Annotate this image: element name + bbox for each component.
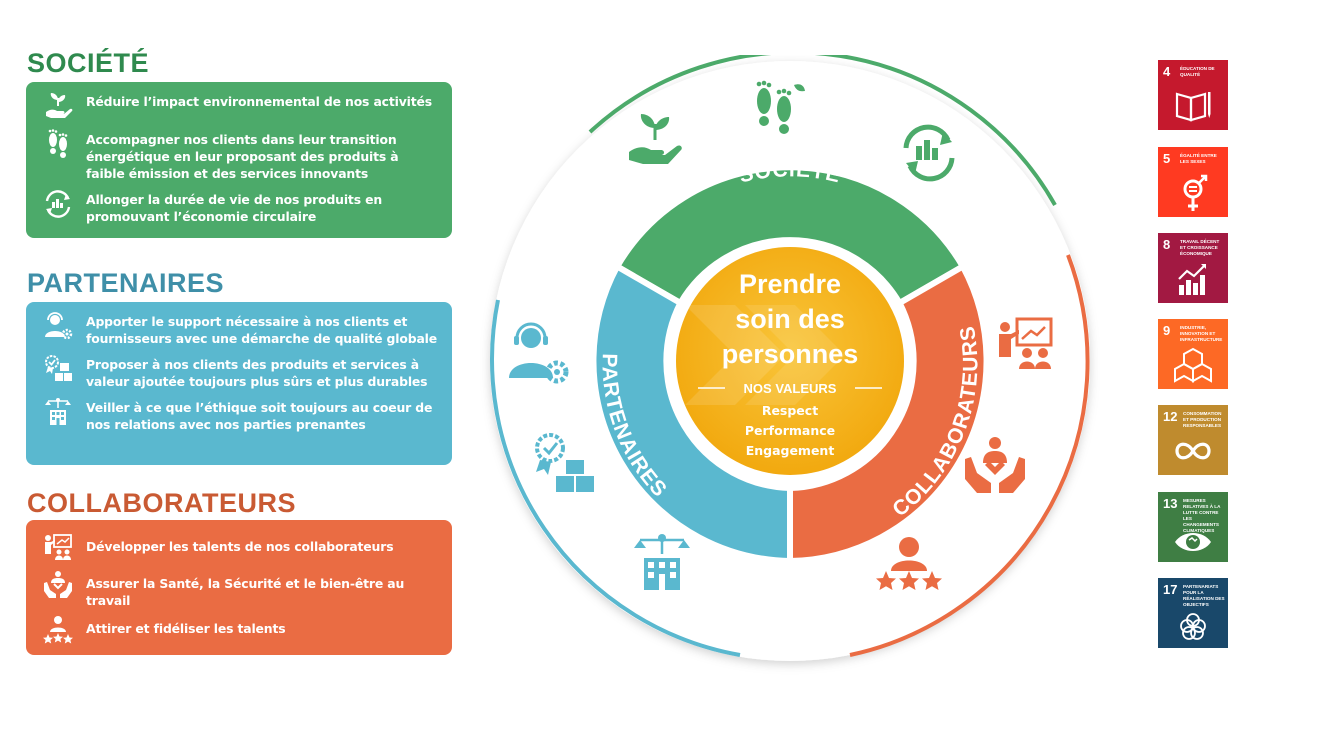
recycle-city-icon [903,124,955,182]
values-wheel: SOCIÉTÉ PARTENAIRES COLLABORATEURS Prend… [490,55,1090,661]
sdg-tile-4: 4 Éducation de qualité [1158,60,1228,130]
sdg-label: Éducation de qualité [1180,66,1215,77]
value-respect: Respect [762,403,818,418]
item-text: Apporter le support nécessaire à nos cli… [86,314,438,346]
values-heading: NOS VALEURS [744,381,837,396]
quality-products-icon [42,353,74,385]
sdg-number: 13 [1163,496,1178,511]
quality-products-icon [535,433,594,492]
societe-title: SOCIÉTÉ [27,48,150,78]
cubes-icon [1173,345,1213,385]
sdg-number: 17 [1163,582,1178,597]
support-agent-icon [42,310,74,342]
sdg-label: Mesures relatives à la lutte contre les … [1183,498,1221,533]
list-item: Proposer à nos clients des produits et s… [42,353,438,390]
sdg-label: Égalité entre les sexes [1180,153,1217,164]
list-item: Accompagner nos clients dans leur transi… [42,128,438,182]
item-text: Proposer à nos clients des produits et s… [86,357,428,389]
training-icon [42,532,74,564]
item-text: Réduire l’impact environnemental de nos … [86,94,432,109]
list-item: Développer les talents de nos collaborat… [42,532,438,564]
sdg-tile-13: 13 Mesures relatives à la lutte contre l… [1158,492,1228,562]
center-title-line-2: soin des [735,304,845,334]
collaborateurs-title: COLLABORATEURS [27,488,296,518]
center-title-line-1: Prendre [739,269,841,299]
growth-chart-icon [1173,259,1213,299]
talent-stars-icon [42,614,74,646]
sdg-label: Partenariats pour la réalisation des obj… [1183,584,1225,607]
list-item: Apporter le support nécessaire à nos cli… [42,310,438,347]
gender-equality-icon [1173,173,1213,213]
hand-plant-icon [629,114,682,164]
item-text: Veiller à ce que l’éthique soit toujours… [86,400,433,432]
support-agent-icon [509,322,569,384]
health-hands-icon [42,569,74,601]
flower-rings-icon [1173,604,1213,644]
list-item: Allonger la durée de vie de nos produits… [42,188,438,225]
sdg-tile-9: 9 Industrie, innovation et infrastructur… [1158,319,1228,389]
center-core [676,247,904,475]
list-item: Réduire l’impact environnemental de nos … [42,90,438,122]
sdg-number: 8 [1163,237,1171,252]
health-hands-icon [965,437,1025,493]
hand-plant-icon [42,90,74,122]
partenaires-panel: Apporter le support nécessaire à nos cli… [26,302,452,465]
chevron-decor [685,305,785,405]
list-item: Veiller à ce que l’éthique soit toujours… [42,396,438,433]
segment-partenaires [590,262,793,565]
ethics-building-icon [42,396,74,428]
book-pen-icon [1173,86,1213,126]
footprints-icon [42,128,74,160]
ethics-building-icon [634,534,690,590]
sdg-tile-5: 5 Égalité entre les sexes [1158,147,1228,217]
sdg-tile-17: 17 Partenariats pour la réalisation des … [1158,578,1228,648]
partenaires-title: PARTENAIRES [27,268,225,298]
infinity-icon [1173,431,1213,471]
sdg-label: Industrie, innovation et infrastructure [1180,325,1223,342]
sdg-tile-8: 8 Travail décent et croissance économiqu… [1158,233,1228,303]
sdg-label: Travail décent et croissance économique [1180,239,1220,256]
value-engagement: Engagement [746,443,835,458]
list-item: Attirer et fidéliser les talents [42,614,438,646]
talent-stars-icon [876,537,942,590]
sdg-number: 12 [1163,409,1178,424]
sdg-tile-12: 12 Consommation et production responsabl… [1158,405,1228,475]
societe-panel: Réduire l’impact environnemental de nos … [26,82,452,238]
chevron-decor [745,305,845,405]
center-title-line-3: personnes [722,339,859,369]
outer-rim-societe [588,55,1057,206]
outer-rim-collaborateurs [849,254,1090,657]
sdg-number: 4 [1163,64,1171,79]
sdg-number: 5 [1163,151,1171,166]
sdg-label: Consommation et production responsables [1183,411,1222,428]
item-text: Assurer la Santé, la Sécurité et le bien… [86,576,405,608]
footprints-icon [756,80,805,134]
training-icon [999,317,1053,369]
item-text: Accompagner nos clients dans leur transi… [86,132,399,181]
recycle-city-icon [42,188,74,220]
item-text: Allonger la durée de vie de nos produits… [86,192,383,224]
list-item: Assurer la Santé, la Sécurité et le bien… [42,569,438,609]
eye-globe-icon [1173,518,1213,558]
item-text: Développer les talents de nos collaborat… [86,539,394,554]
outer-rim-partenaires [490,299,741,657]
sdg-number: 9 [1163,323,1171,338]
item-text: Attirer et fidéliser les talents [86,621,286,636]
segment-collaborateurs [787,262,990,565]
value-performance: Performance [745,423,835,438]
collaborateurs-panel: Développer les talents de nos collaborat… [26,520,452,655]
